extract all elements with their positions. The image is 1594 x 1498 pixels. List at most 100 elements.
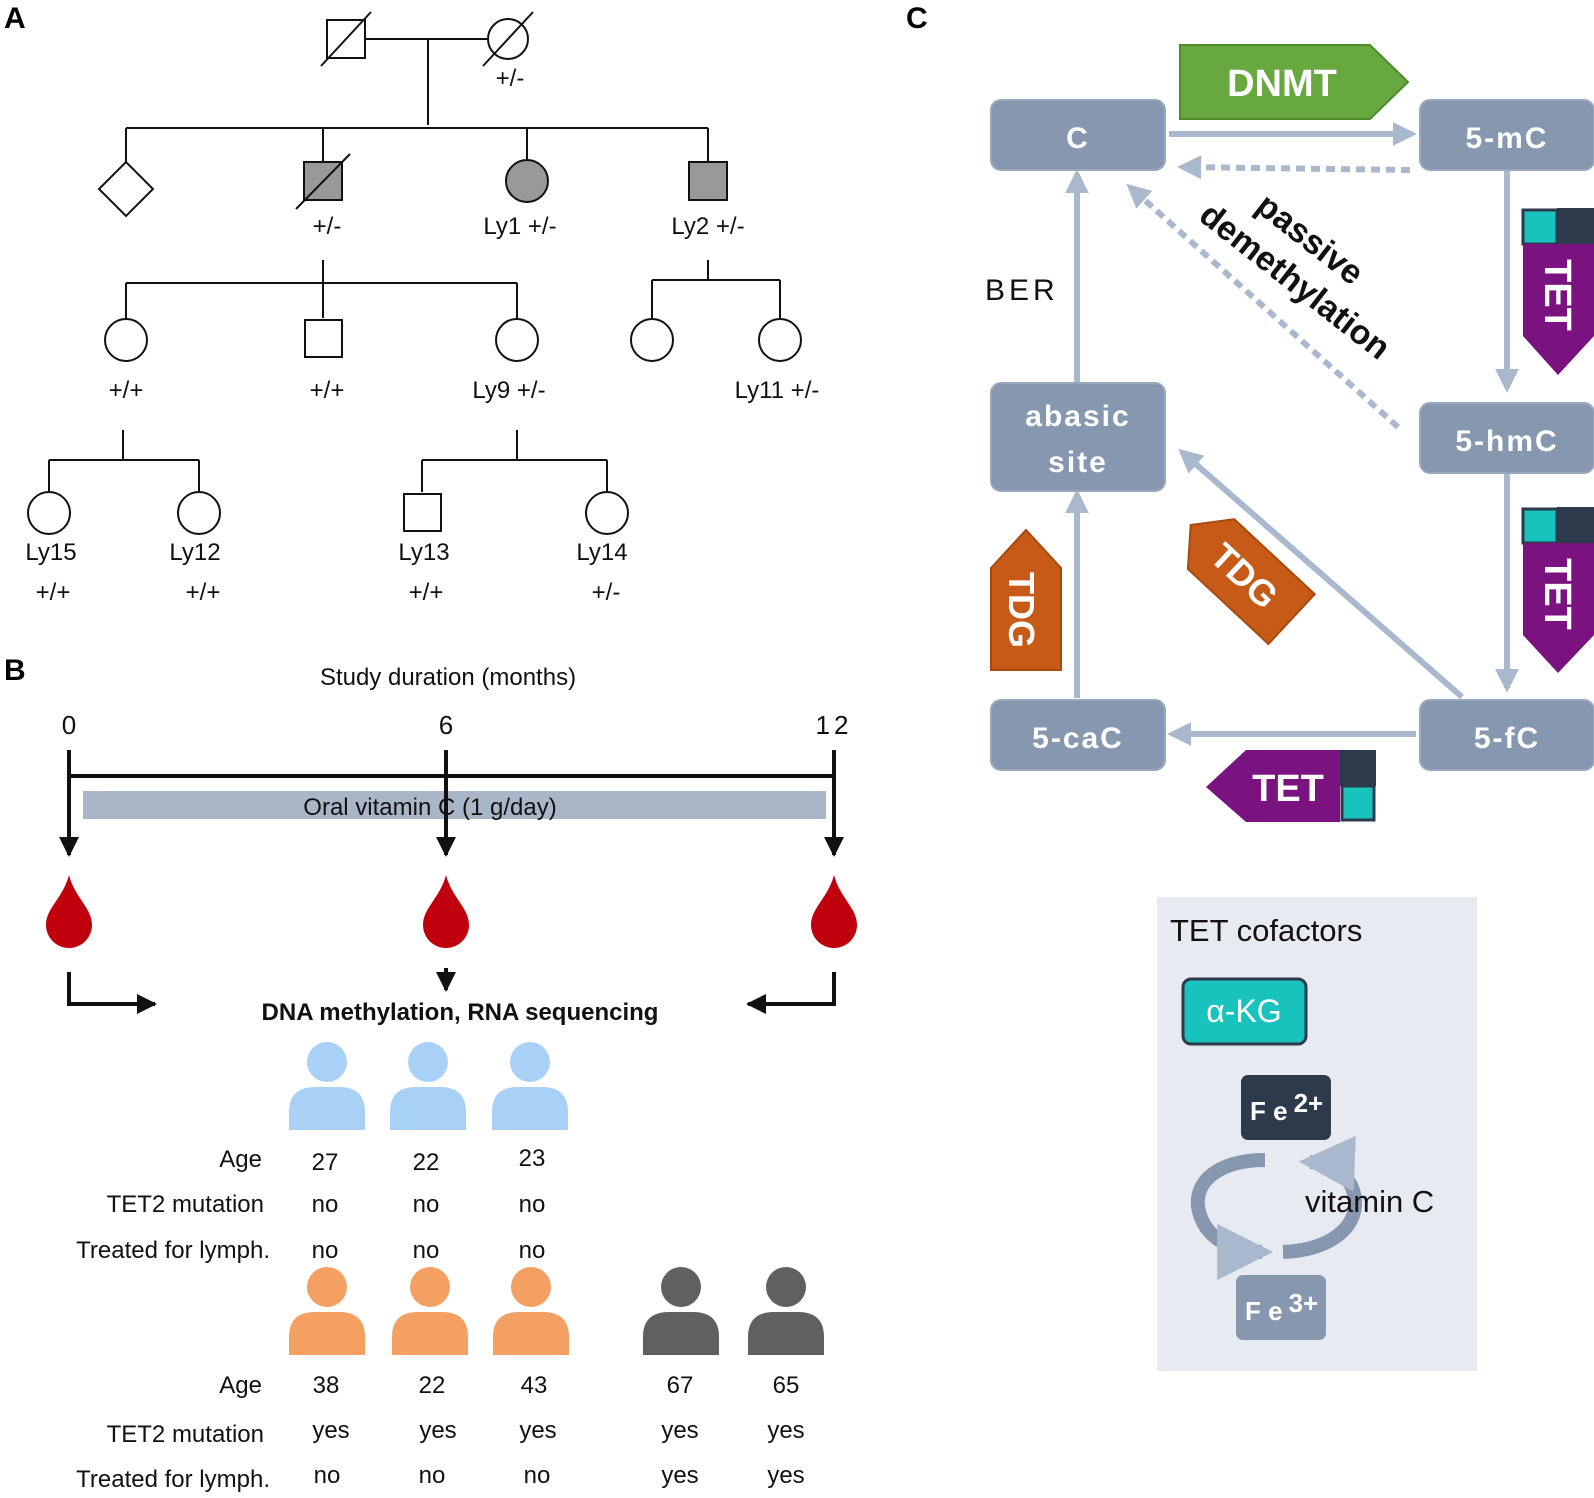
- vitamin-c-bar: [83, 791, 826, 819]
- tet-label-1: TET: [1536, 259, 1578, 331]
- bracket-arrow-left: [67, 972, 157, 1014]
- node-abasic-line1: abasic: [1025, 400, 1130, 433]
- cofactors-title: TET cofactors: [1170, 913, 1362, 948]
- analysis-label: DNA methylation, RNA sequencing: [262, 999, 659, 1026]
- tet-tag-3: TET: [1206, 750, 1376, 822]
- group1-tet2-3: no: [519, 1191, 546, 1218]
- group2-treated-2: no: [419, 1462, 446, 1489]
- blood-drop-icon: [423, 875, 469, 948]
- cohort-group-2: Age TET2 mutation Treated for lymph. 38 …: [76, 1267, 824, 1493]
- node-5hmc: 5-hmC: [1455, 425, 1558, 458]
- row-label-tet2-2: TET2 mutation: [107, 1421, 264, 1448]
- gen3-label-2: +/+: [310, 377, 345, 404]
- akg-badge: [1181, 977, 1308, 1046]
- node-5mc-box: [1419, 99, 1594, 171]
- group2-age-4: 67: [667, 1372, 694, 1399]
- bracket-arrow-right: [746, 972, 836, 1014]
- pedigree-labels: +/- +/- Ly1 +/- Ly2 +/- +/+ +/+ Ly9 +/- …: [25, 65, 819, 606]
- group2-treated-4: yes: [661, 1462, 698, 1489]
- row-label-treated-2: Treated for lymph.: [76, 1466, 270, 1493]
- gen4-ly13-genotype: +/+: [409, 579, 444, 606]
- fe3-badge: [1236, 1275, 1326, 1340]
- group2-treated-3: no: [524, 1462, 551, 1489]
- gen3-female-4-symbol: [630, 318, 674, 362]
- tet-label-2: TET: [1536, 558, 1578, 630]
- redox-cycle-arrow-right: [1282, 1135, 1363, 1259]
- timeline-title: Study duration (months): [320, 664, 576, 691]
- timeline-tick-12: 12: [816, 710, 853, 740]
- redox-cycle-arrow-left: [1190, 1153, 1274, 1280]
- node-c-box: [990, 99, 1166, 171]
- node-5cac-box: [990, 699, 1166, 771]
- gen2-label-2: +/-: [313, 213, 342, 240]
- gen3-female-1-symbol: [104, 318, 148, 362]
- person-icon: [748, 1267, 824, 1355]
- node-5cac: 5-caC: [1032, 722, 1124, 755]
- node-c: C: [1066, 122, 1090, 155]
- study-timeline: Study duration (months) 0 6 12 Oral vita…: [46, 664, 857, 1026]
- gen3-ly11-symbol: [758, 318, 802, 362]
- group2-tet2-1: yes: [312, 1417, 349, 1444]
- timeline-tick-6: 6: [439, 710, 453, 740]
- person-icon: [643, 1267, 719, 1355]
- group2-age-2: 22: [419, 1372, 446, 1399]
- group2-tet2-4: yes: [661, 1417, 698, 1444]
- gen4-ly15-symbol: [27, 491, 71, 535]
- person-icon: [492, 1042, 568, 1130]
- tdg-tag-2: TDG: [1186, 518, 1317, 646]
- gen4-ly15-genotype: +/+: [36, 579, 71, 606]
- gen4-ly14-genotype: +/-: [592, 579, 621, 606]
- blood-drop-icon: [811, 875, 857, 948]
- blood-drop-icon: [46, 875, 92, 948]
- gen4-ly15-id: Ly15: [25, 539, 76, 566]
- gen2-label-4: Ly2 +/-: [671, 213, 744, 240]
- gen1-mother-genotype: +/-: [496, 65, 525, 92]
- pedigree: [27, 11, 802, 535]
- gen2-ly1-symbol: [505, 159, 549, 203]
- node-5mc: 5-mC: [1465, 122, 1548, 155]
- row-label-tet2: TET2 mutation: [107, 1191, 264, 1218]
- person-icon: [289, 1042, 365, 1130]
- dnmt-label: DNMT: [1227, 63, 1337, 105]
- panel-label-a: A: [4, 2, 26, 35]
- node-5hmc-box: [1419, 402, 1594, 474]
- group2-age-1: 38: [313, 1372, 340, 1399]
- node-5fc: 5-fC: [1474, 722, 1540, 755]
- group1-tet2-1: no: [312, 1191, 339, 1218]
- gen4-ly12-genotype: +/+: [186, 579, 221, 606]
- gen3-label-5: Ly11 +/-: [735, 377, 820, 404]
- arrow-5fc-to-abasic: [1178, 448, 1464, 700]
- ber-label: BER: [985, 274, 1059, 307]
- akg-label: α-KG: [1206, 993, 1281, 1029]
- group2-treated-1: no: [314, 1462, 341, 1489]
- gen4-ly12-id: Ly12: [169, 539, 220, 566]
- gen3-label-1: +/+: [109, 377, 144, 404]
- panel-label-b: B: [4, 654, 26, 687]
- cohort-group-1: Age TET2 mutation Treated for lymph. 27 …: [76, 1042, 568, 1264]
- group1-treated-3: no: [519, 1237, 546, 1264]
- tet-tag-1: TET: [1521, 208, 1594, 375]
- group1-tet2-2: no: [413, 1191, 440, 1218]
- group1-age-3: 23: [519, 1145, 546, 1172]
- person-icon: [392, 1267, 468, 1355]
- dnmt-tag: [1179, 44, 1410, 120]
- group1-treated-2: no: [413, 1237, 440, 1264]
- gen2-label-3: Ly1 +/-: [483, 213, 556, 240]
- group2-age-5: 65: [773, 1372, 800, 1399]
- tet-label-3: TET: [1252, 768, 1324, 810]
- tdg-label-1: TDG: [1001, 572, 1042, 648]
- pathway-diagram: C 5-mC 5-hmC 5-fC 5-caC abasic site DNMT…: [985, 44, 1594, 822]
- node-abasic-line2: site: [1048, 446, 1108, 479]
- person-icon: [390, 1042, 466, 1130]
- row-label-age: Age: [219, 1146, 262, 1173]
- arrow-5mc-to-c-passive: [1177, 155, 1411, 180]
- group1-age-2: 22: [413, 1149, 440, 1176]
- node-5fc-box: [1419, 699, 1594, 771]
- gen3-male-symbol: [304, 319, 343, 358]
- vitamin-c-cofactor-label: vitamin C: [1305, 1184, 1434, 1219]
- gen4-ly14-symbol: [585, 491, 629, 535]
